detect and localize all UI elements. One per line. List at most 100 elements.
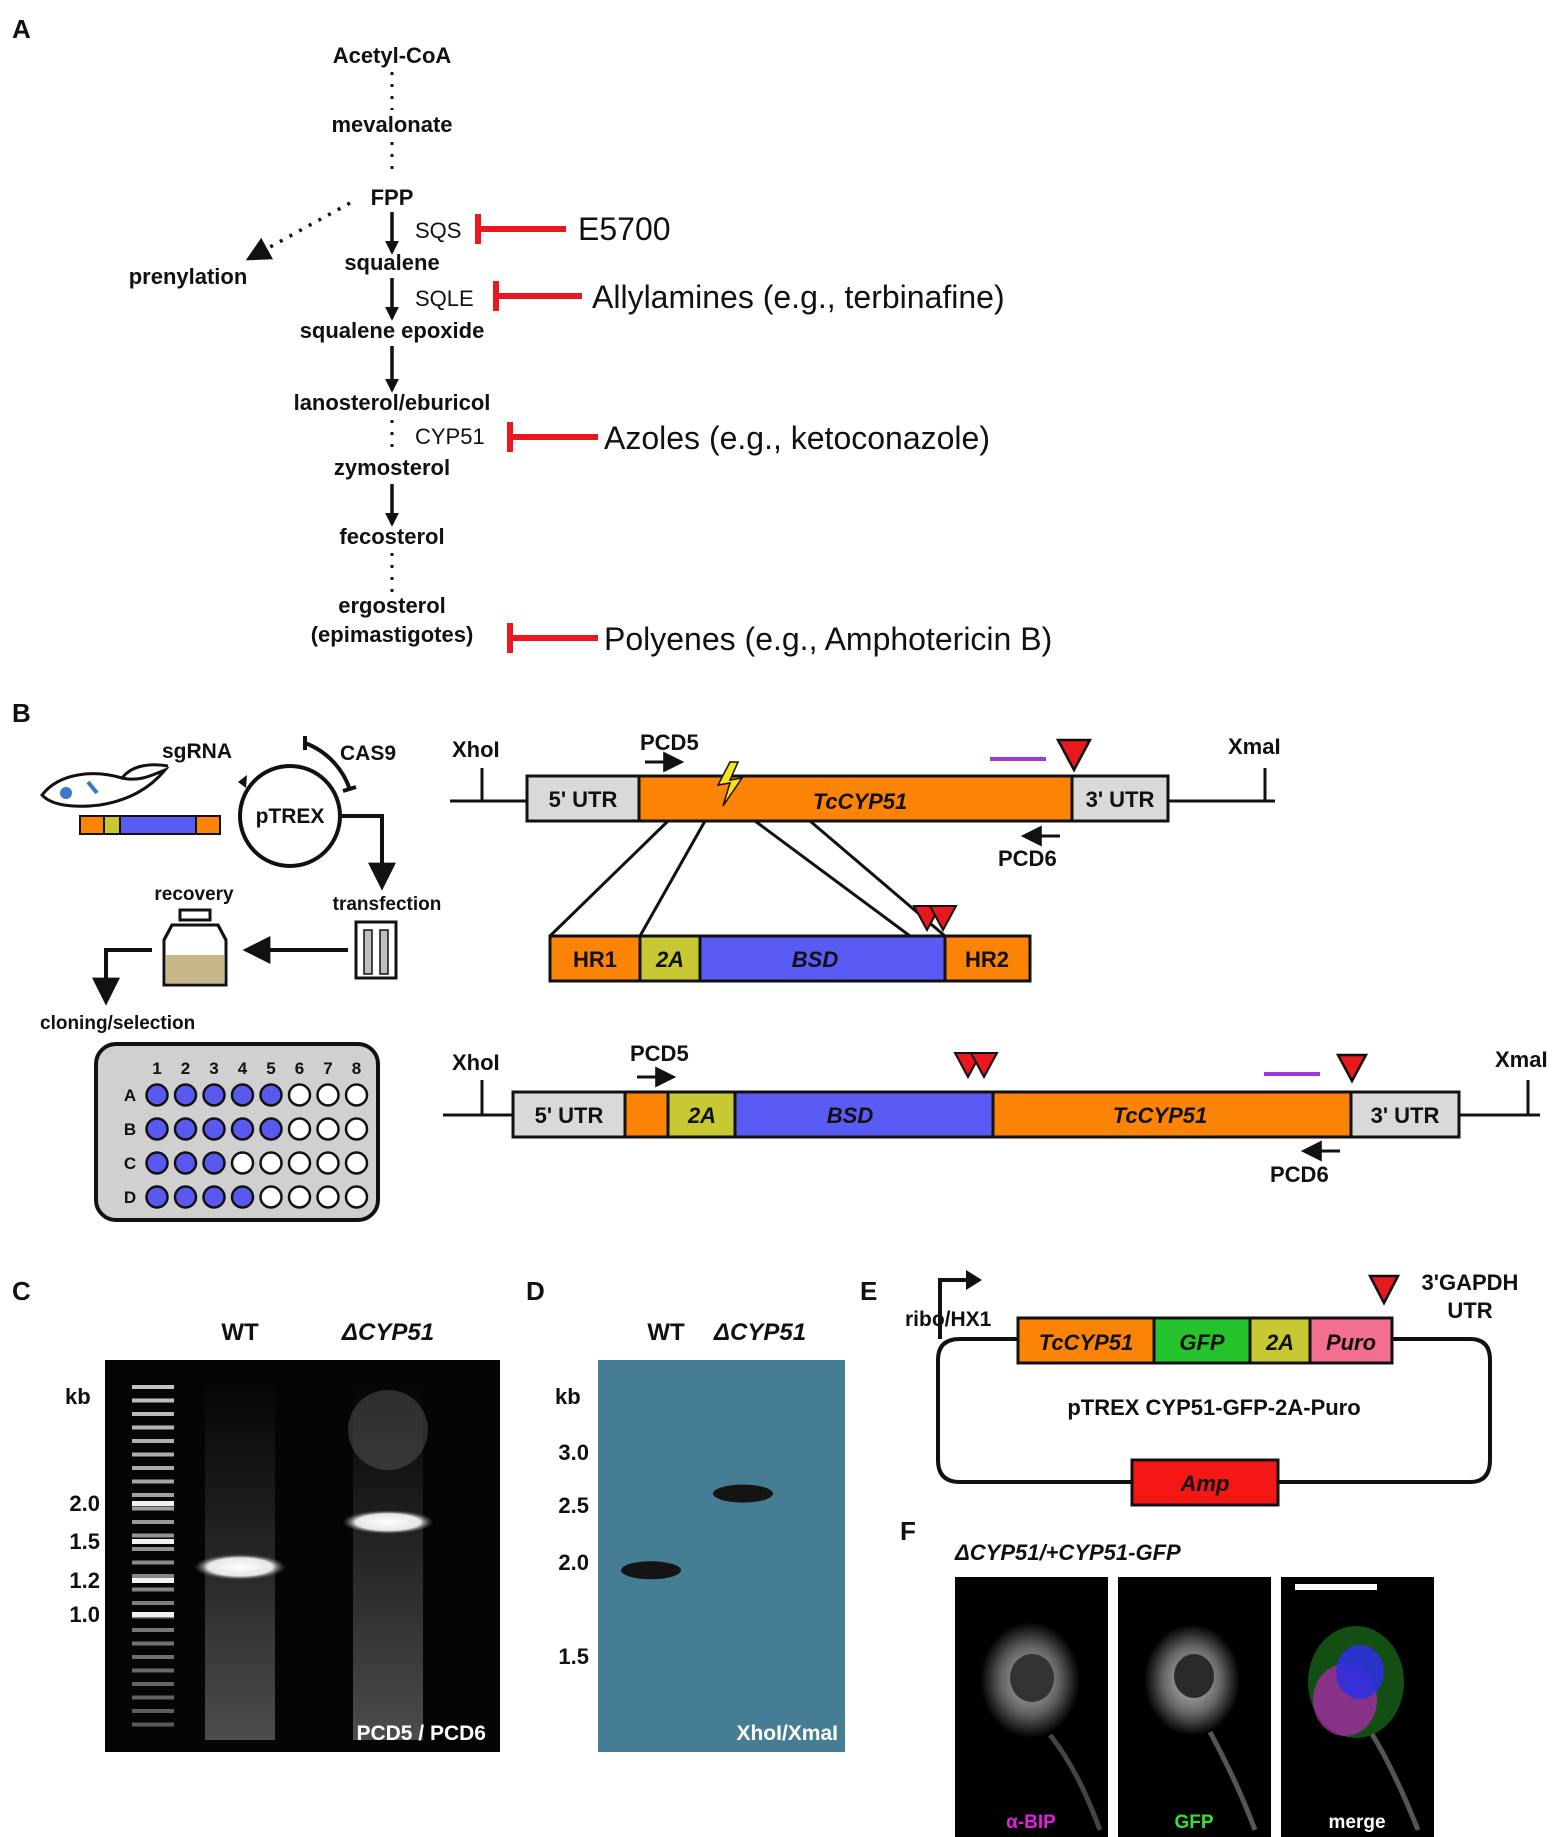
allylamines-label: Allylamines (e.g., terbinafine) [592,279,1005,315]
culture-flask-icon [162,908,228,987]
gfp-label: GFP [1179,1330,1225,1355]
utr3-box [1070,774,1170,823]
plate-well [230,1151,255,1175]
p2a-box [638,934,702,983]
panel-label-f: F [900,1516,916,1546]
promoter-arrowhead [966,1270,982,1290]
ladder-band [132,1385,174,1389]
ladder-band [132,1560,174,1565]
plate-column-label: 4 [238,1059,248,1078]
plate-well [287,1151,312,1175]
tccyp51-box [991,1090,1353,1139]
ladder-band [132,1612,174,1617]
ladder-band [132,1479,174,1484]
plate-well [202,1083,226,1107]
crossover-line [754,819,911,938]
plasmid-backbone [936,1337,1132,1484]
gel-c-lane-ko-label: ΔCYP51 [341,1319,434,1346]
ladder-band [132,1574,174,1578]
gfp-channel-image: GFP [1118,1577,1271,1837]
polyenes-label: Polyenes (e.g., Amphotericin B) [604,621,1052,657]
ladder-band [132,1722,174,1727]
blot-band-ko [713,1484,773,1503]
plate-row-label: D [124,1188,136,1207]
bsd-label: BSD [827,1103,874,1128]
ladder-band [132,1539,174,1544]
amp-box [1130,1458,1280,1507]
tccyp51-box [1016,1316,1156,1365]
inhibition-bar-azoles [507,422,598,452]
bip-channel-image: α-BIP [955,1577,1108,1837]
ladder-band [132,1439,174,1443]
blot-d-lane-wt-label: WT [647,1319,685,1346]
ladder-band [132,1493,174,1497]
mevalonate-label: mevalonate [331,112,452,137]
ladder-band [132,1533,174,1538]
utr3-label: 3' UTR [1086,787,1155,812]
pcd5-label: PCD5 [640,730,699,755]
plate-well [344,1151,369,1175]
ladder-band [132,1578,174,1583]
plasmid-backbone [1278,1337,1492,1484]
squalene-epoxide-label: squalene epoxide [300,318,485,343]
plate-well [145,1083,169,1107]
hr2-label: HR2 [965,947,1009,972]
gel-c-primer-label: PCD5 / PCD6 [356,1722,486,1745]
prenylation-arrow [245,201,351,261]
donor-construct: HR1 2A BSD HR2 [548,905,1032,983]
workflow-schematic: sgRNA CAS9 pTREX transfection recovery c… [40,736,442,1222]
blot-d-marker-label: 2.0 [558,1550,589,1575]
ergosterol-label: ergosterol [338,593,446,618]
plate-column-label: 6 [295,1059,304,1078]
pcd5-label: PCD5 [630,1041,689,1066]
ladder-band [132,1466,174,1470]
ladder-band [132,1628,174,1632]
prenylation-label: prenylation [129,264,248,289]
ladder-band [132,1452,174,1457]
inhibition-bar-polyenes [507,623,598,653]
transfection-label: transfection [333,894,442,915]
ladder-band [132,1547,174,1551]
plate-well [202,1151,226,1175]
crossover-line [548,819,670,938]
zymosterol-label: zymosterol [334,455,450,480]
southern-blot [598,1360,845,1752]
cyp51-enzyme-label: CYP51 [415,424,485,449]
gene-label: TcCYP51 [1113,1103,1208,1128]
utr5-label: 5' UTR [535,1103,604,1128]
plate-row-label: A [124,1086,136,1105]
plate-column-label: 2 [181,1059,190,1078]
micrograph-title: ΔCYP51/+CYP51-GFP [954,1540,1181,1565]
plate-column-label: 7 [323,1059,332,1078]
sqs-enzyme-label: SQS [415,218,461,243]
utr-label-line2: UTR [1447,1298,1492,1323]
p2a-label: 2A [1265,1330,1294,1355]
merge-channel-label: merge [1328,1812,1385,1833]
blot-d-marker-label: 3.0 [558,1440,589,1465]
plate-well [145,1185,169,1209]
xhoi-label: XhoI [452,737,500,762]
ptrex-plasmid-icon [238,736,357,868]
hr2-box [943,934,1032,983]
blot-d-marker-label: 2.5 [558,1493,589,1518]
ptrex-label: pTREX [256,805,325,828]
sgrna-label: sgRNA [162,740,232,763]
utr5-label: 5' UTR [549,787,618,812]
wildtype-locus-diagram: XhoI XmaI 5' UTR TcCYP51 3' UTR PCD5 PCD… [450,730,1281,938]
hr1-box [623,1090,670,1139]
gel-band-wt [194,1553,286,1580]
plate-well [202,1185,226,1209]
ladder-band [132,1668,174,1673]
plate-well [287,1185,312,1209]
plate-column-label: 3 [209,1059,218,1078]
plasmid-name-label: pTREX CYP51-GFP-2A-Puro [1067,1395,1360,1420]
ladder-band [132,1709,174,1713]
gel-band-ko [342,1510,434,1535]
gfp-channel-label: GFP [1174,1812,1213,1833]
plate-well [202,1117,226,1141]
gel-c-marker-label: 2.0 [69,1491,100,1516]
ladder-band [132,1520,174,1524]
stop-codon-marker [1335,1053,1369,1084]
stop-codon-marker [1367,1274,1401,1306]
